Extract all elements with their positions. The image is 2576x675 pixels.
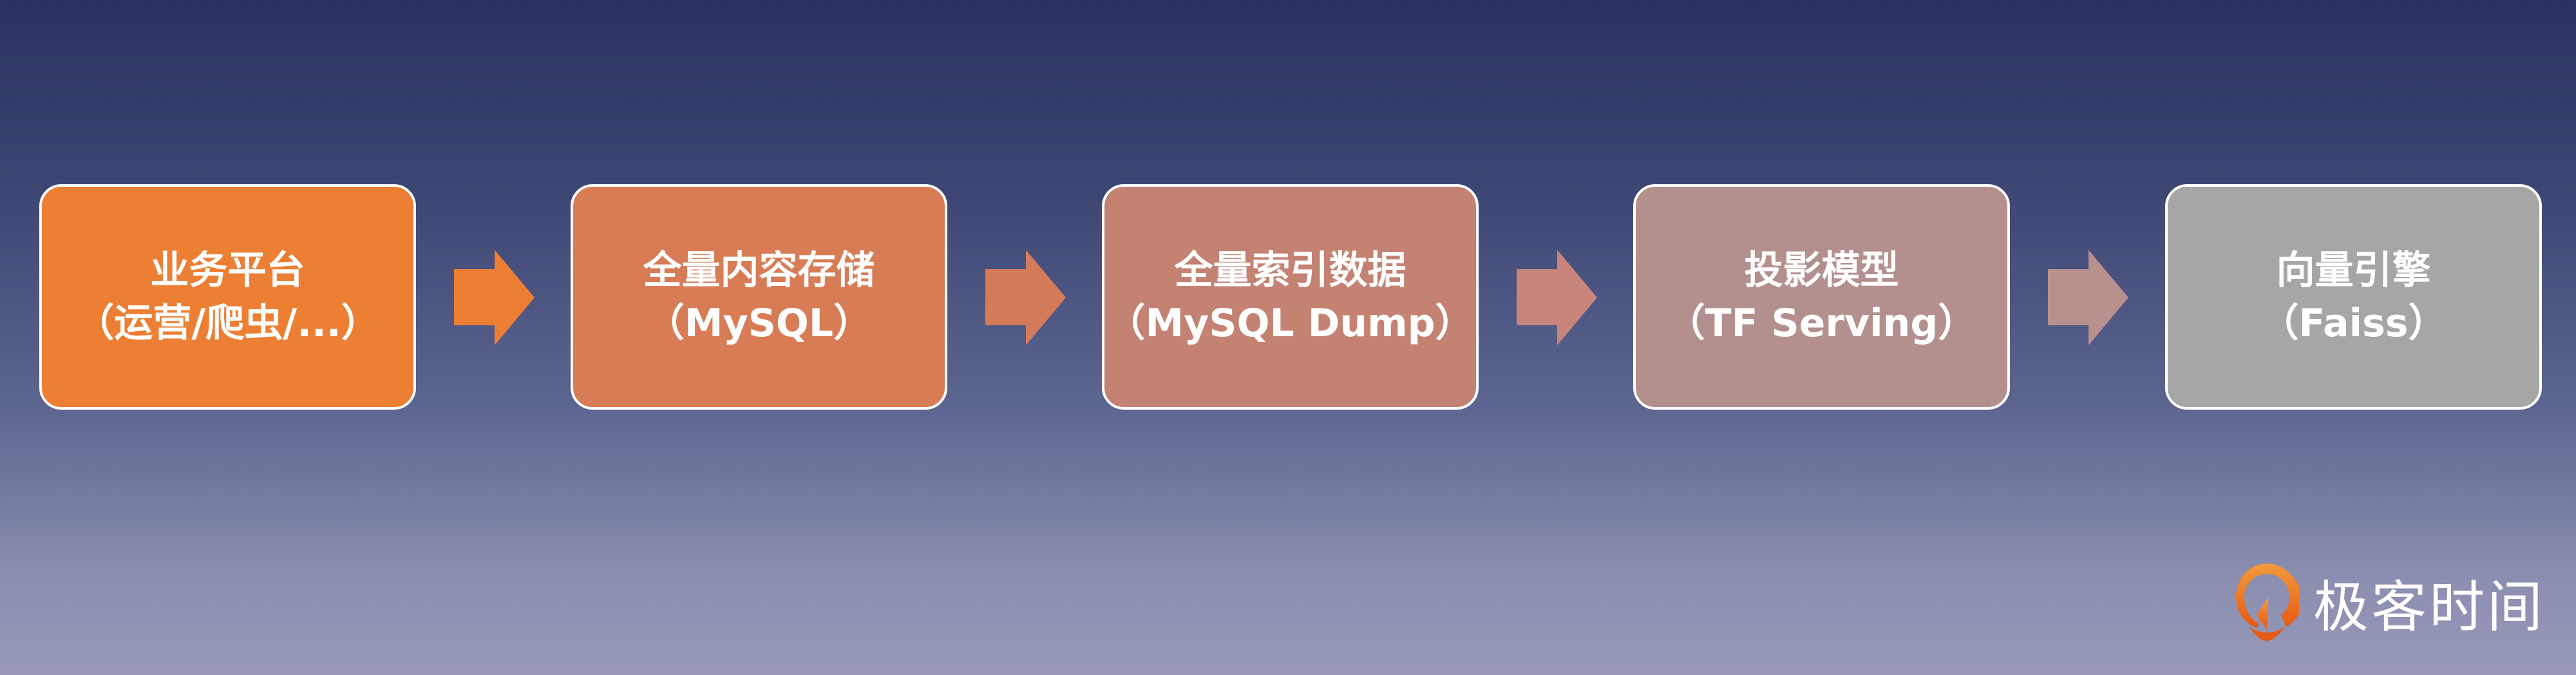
step-title: 投影模型 xyxy=(1744,248,1899,293)
step-vector-engine: 向量引擎 （Faiss） xyxy=(2165,184,2542,410)
arrow-right-icon xyxy=(985,250,1066,345)
step-title: 全量内容存储 xyxy=(643,248,875,293)
arrow-right-icon xyxy=(454,250,535,345)
step-full-content-storage: 全量内容存储 （MySQL） xyxy=(571,184,947,410)
step-full-index-data: 全量索引数据 （MySQL Dump） xyxy=(1102,184,1479,410)
step-title: 向量引擎 xyxy=(2276,248,2431,293)
step-subtitle: （运营/爬虫/...） xyxy=(75,301,380,346)
step-title: 业务平台 xyxy=(150,248,305,293)
logo-text: 极客时间 xyxy=(2313,575,2545,640)
step-projection-model: 投影模型 （TF Serving） xyxy=(1633,184,2010,410)
step-subtitle: （Faiss） xyxy=(2260,301,2447,346)
step-business-platform: 业务平台 （运营/爬虫/...） xyxy=(39,184,416,410)
arrow-right-icon xyxy=(1517,250,1597,345)
step-subtitle: （MySQL Dump） xyxy=(1106,301,1474,346)
geektime-logo-icon xyxy=(2236,563,2299,641)
arrow-right-icon xyxy=(2048,250,2128,345)
step-subtitle: （TF Serving） xyxy=(1666,301,1977,346)
geektime-logo: 极客时间 xyxy=(2235,562,2545,642)
step-title: 全量索引数据 xyxy=(1174,248,1406,293)
step-subtitle: （MySQL） xyxy=(645,301,873,346)
